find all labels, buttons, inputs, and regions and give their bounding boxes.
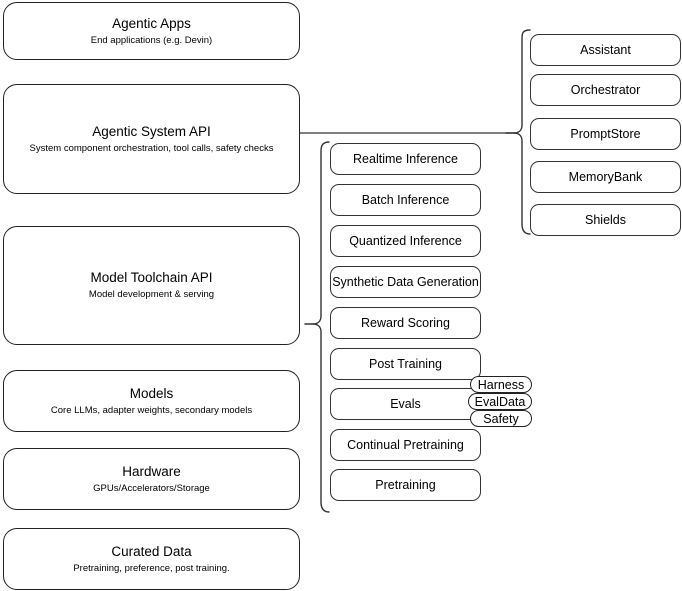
layer-title: Agentic Apps: [112, 15, 191, 31]
component-shields[interactable]: Shields: [530, 204, 681, 236]
capability-evals[interactable]: Evals: [330, 388, 481, 420]
capability-continual-pretraining[interactable]: Continual Pretraining: [330, 429, 481, 461]
capability-label: Synthetic Data Generation: [332, 275, 479, 289]
capability-quantized-inference[interactable]: Quantized Inference: [330, 225, 481, 257]
capability-label: Pretraining: [375, 478, 436, 492]
layer-title: Agentic System API: [92, 123, 211, 139]
brace-system-components: [505, 28, 532, 236]
layer-subtitle: Core LLMs, adapter weights, secondary mo…: [50, 404, 253, 416]
component-label: MemoryBank: [568, 170, 643, 184]
eval-pill-label: EvalData: [474, 394, 526, 409]
capability-label: Realtime Inference: [353, 152, 458, 166]
eval-pill-label: Safety: [483, 411, 519, 426]
brace-toolchain-capabilities: [304, 140, 331, 516]
layer-subtitle: Pretraining, preference, post training.: [73, 562, 230, 574]
capability-label: Batch Inference: [361, 193, 450, 207]
eval-pill-harness[interactable]: Harness: [470, 376, 532, 393]
layer-models[interactable]: Models Core LLMs, adapter weights, secon…: [3, 370, 300, 432]
layer-title: Curated Data: [111, 543, 192, 559]
component-orchestrator[interactable]: Orchestrator: [530, 74, 681, 106]
connector-system-api-to-components: [300, 126, 516, 140]
component-assistant[interactable]: Assistant: [530, 34, 681, 66]
capability-reward-scoring[interactable]: Reward Scoring: [330, 307, 481, 339]
component-label: Assistant: [580, 43, 631, 57]
layer-subtitle: System component orchestration, tool cal…: [29, 142, 274, 154]
capability-label: Post Training: [369, 357, 442, 371]
component-memorybank[interactable]: MemoryBank: [530, 161, 681, 193]
layer-model-toolchain-api[interactable]: Model Toolchain API Model development & …: [3, 226, 300, 345]
layer-curated-data[interactable]: Curated Data Pretraining, preference, po…: [3, 528, 300, 590]
component-label: Shields: [585, 213, 626, 227]
component-label: Orchestrator: [570, 83, 641, 97]
component-label: PromptStore: [570, 127, 641, 141]
capability-label: Reward Scoring: [361, 316, 450, 330]
layer-hardware[interactable]: Hardware GPUs/Accelerators/Storage: [3, 448, 300, 510]
capability-realtime-inference[interactable]: Realtime Inference: [330, 143, 481, 175]
eval-pill-label: Harness: [477, 377, 525, 392]
capability-label: Continual Pretraining: [347, 438, 464, 452]
layer-agentic-apps[interactable]: Agentic Apps End applications (e.g. Devi…: [3, 2, 300, 60]
capability-label: Evals: [390, 397, 421, 411]
eval-pill-evaldata[interactable]: EvalData: [468, 393, 532, 410]
capability-synthetic-data-generation[interactable]: Synthetic Data Generation: [330, 266, 481, 298]
capability-label: Quantized Inference: [349, 234, 462, 248]
layer-subtitle: GPUs/Accelerators/Storage: [93, 482, 210, 494]
component-promptstore[interactable]: PromptStore: [530, 118, 681, 150]
layer-subtitle: End applications (e.g. Devin): [90, 34, 213, 46]
layer-agentic-system-api[interactable]: Agentic System API System component orch…: [3, 84, 300, 194]
capability-post-training[interactable]: Post Training: [330, 348, 481, 380]
layer-title: Model Toolchain API: [90, 270, 213, 285]
eval-pill-safety[interactable]: Safety: [470, 410, 532, 427]
layer-title: Models: [129, 385, 174, 401]
capability-pretraining[interactable]: Pretraining: [330, 469, 481, 501]
capability-batch-inference[interactable]: Batch Inference: [330, 184, 481, 216]
layer-title: Hardware: [122, 463, 181, 479]
layer-subtitle: Model development & serving: [88, 289, 215, 300]
